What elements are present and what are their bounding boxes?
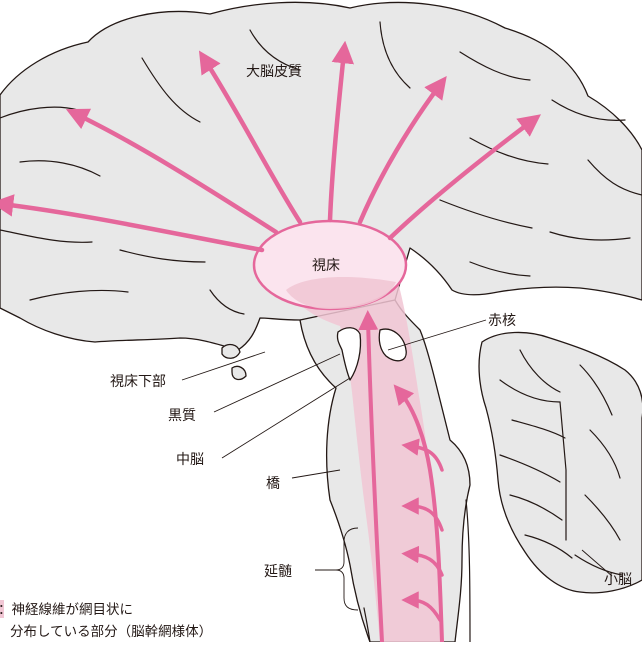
substantia-nigra bbox=[336, 327, 362, 381]
label-cerebellum: 小脳 bbox=[604, 572, 632, 588]
label-red-nucleus: 赤核 bbox=[488, 313, 516, 329]
cerebellum bbox=[478, 331, 642, 594]
cortex-arrow bbox=[327, 40, 355, 223]
label-medulla: 延髄 bbox=[264, 564, 292, 580]
cortex-arrow bbox=[387, 114, 541, 241]
collateral-arrow bbox=[401, 497, 444, 532]
cerebral-folds bbox=[0, 21, 642, 315]
ascending-arrow bbox=[358, 310, 384, 644]
label-thalamus: 視床 bbox=[312, 258, 340, 274]
cortex-arrow bbox=[357, 75, 447, 225]
pituitary-lower bbox=[231, 365, 247, 381]
label-pons: 橋 bbox=[266, 476, 280, 492]
cerebrum bbox=[0, 1, 642, 351]
label-hypothalamus: 視床下部 bbox=[110, 374, 166, 390]
ascending-pathways bbox=[0, 40, 541, 644]
label-substantia-nigra: 黒質 bbox=[168, 408, 196, 424]
cortex-arrow bbox=[65, 108, 279, 235]
red-nucleus bbox=[378, 328, 407, 362]
pituitary bbox=[221, 343, 241, 359]
cortex-arrow bbox=[198, 50, 303, 225]
collateral-arrow bbox=[401, 545, 444, 577]
legend-line-1: ：神経線維が網目状に bbox=[0, 602, 133, 618]
label-cortex: 大脳皮質 bbox=[246, 64, 302, 80]
legend-swatch bbox=[0, 600, 4, 618]
spinal-cord-left bbox=[363, 607, 371, 643]
thalamus-pink-overlap bbox=[286, 276, 396, 309]
label-midbrain: 中脳 bbox=[176, 452, 204, 468]
ascending-arrow bbox=[393, 384, 444, 644]
collateral-arrow bbox=[401, 438, 444, 472]
cortex-arrow bbox=[0, 194, 265, 253]
spinal-cord-right bbox=[465, 499, 471, 643]
collateral-arrow bbox=[401, 591, 442, 622]
leader-lines bbox=[181, 319, 613, 611]
cerebellum-folia bbox=[499, 349, 623, 576]
legend-line-2: 分布している部分（脳幹網様体） bbox=[10, 623, 212, 640]
